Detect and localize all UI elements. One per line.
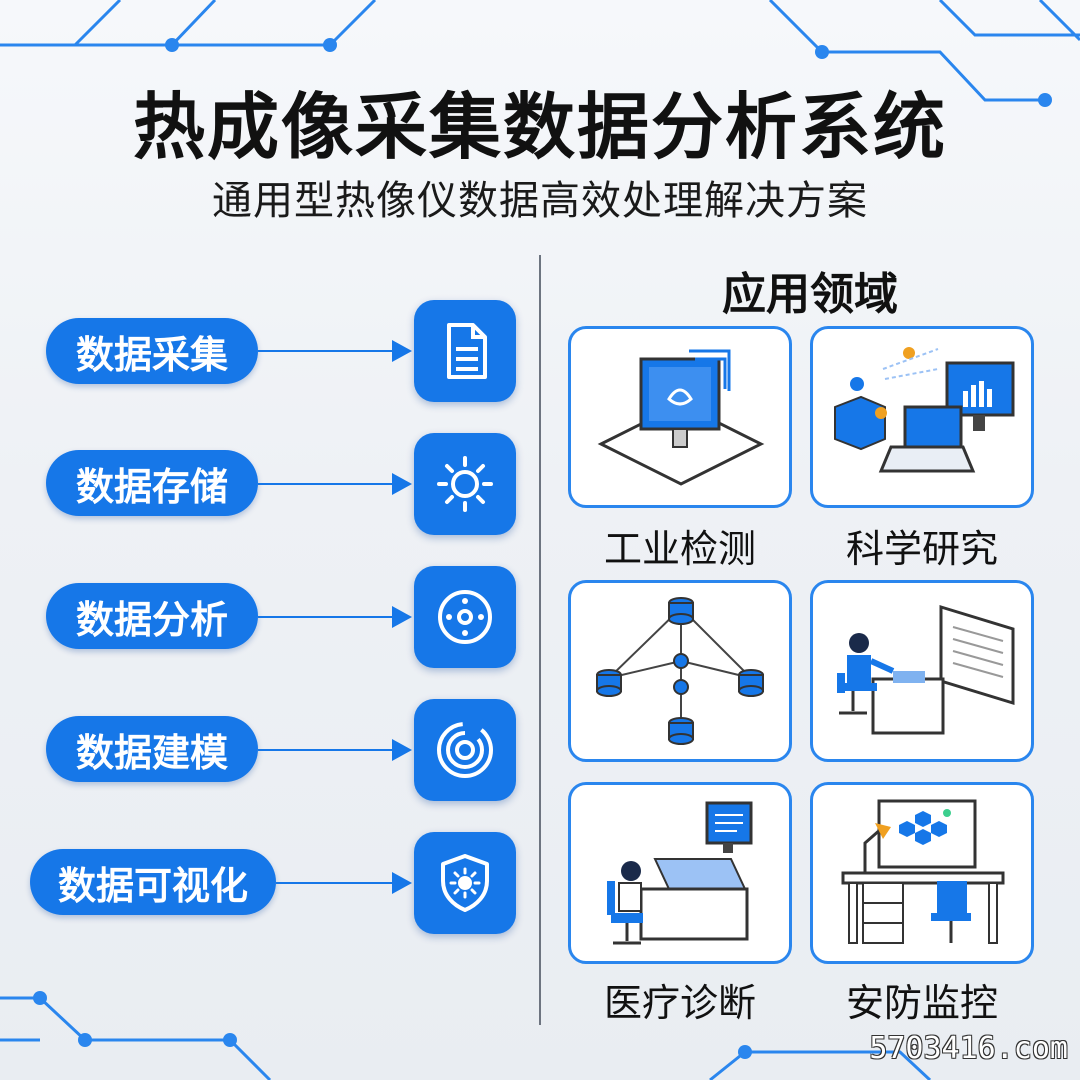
vertical-divider <box>539 255 541 1025</box>
feature-icon-box-data-storage[interactable] <box>414 433 516 535</box>
application-card-medical-diagnosis[interactable] <box>568 782 792 964</box>
feature-icon-box-data-modeling[interactable] <box>414 699 516 801</box>
application-label: 安防监控 <box>845 981 998 1025</box>
document-icon <box>447 323 487 379</box>
feature-pill-data-modeling[interactable]: 数据建模 <box>46 716 258 782</box>
arrow-right-icon <box>392 340 412 362</box>
applications-title: 应用领域 <box>722 269 898 320</box>
database-network-icon <box>596 597 764 745</box>
connector-line <box>276 882 394 884</box>
nodes-circle-icon <box>438 590 492 644</box>
feature-pill-data-visualization[interactable]: 数据可视化 <box>30 849 276 915</box>
concentric-rings-icon <box>437 722 493 778</box>
application-label: 科学研究 <box>845 527 998 571</box>
connector-line <box>258 616 394 618</box>
connector-line <box>258 483 394 485</box>
connector-line <box>258 749 394 751</box>
application-card-network[interactable] <box>568 580 792 762</box>
shield-icon <box>441 854 489 912</box>
application-card-industrial-inspection[interactable] <box>568 326 792 508</box>
application-label: 医疗诊断 <box>603 981 756 1025</box>
person-computer-icon <box>607 801 753 945</box>
gear-sun-icon <box>437 456 493 512</box>
feature-icon-box-data-visualization[interactable] <box>414 832 516 934</box>
monitor-desk-icon <box>597 349 765 486</box>
connector-line <box>258 350 394 352</box>
page-subtitle: 通用型热像仪数据高效处理解决方案 <box>212 178 868 224</box>
watermark: 5703416.com <box>869 1031 1068 1066</box>
desk-lamp-board-icon <box>841 799 1005 944</box>
arrow-right-icon <box>392 872 412 894</box>
page-title: 热成像采集数据分析系统 <box>132 85 947 169</box>
feature-icon-box-data-collection[interactable] <box>414 300 516 402</box>
arrow-right-icon <box>392 606 412 628</box>
computers-cube-icon <box>834 347 1015 473</box>
feature-icon-box-data-analysis[interactable] <box>414 566 516 668</box>
feature-list: 数据采集 数据存储 数据分析 <box>30 300 516 934</box>
application-card-scientific-research[interactable] <box>810 326 1034 508</box>
application-label: 工业检测 <box>603 527 756 571</box>
feature-pill-data-analysis[interactable]: 数据分析 <box>46 583 258 649</box>
person-workstation-icon <box>837 604 1015 735</box>
feature-pill-data-storage[interactable]: 数据存储 <box>46 450 258 516</box>
application-card-security-monitoring[interactable] <box>810 782 1034 964</box>
arrow-right-icon <box>392 739 412 761</box>
application-card-workstation[interactable] <box>810 580 1034 762</box>
arrow-right-icon <box>392 473 412 495</box>
feature-pill-data-collection[interactable]: 数据采集 <box>46 318 258 384</box>
